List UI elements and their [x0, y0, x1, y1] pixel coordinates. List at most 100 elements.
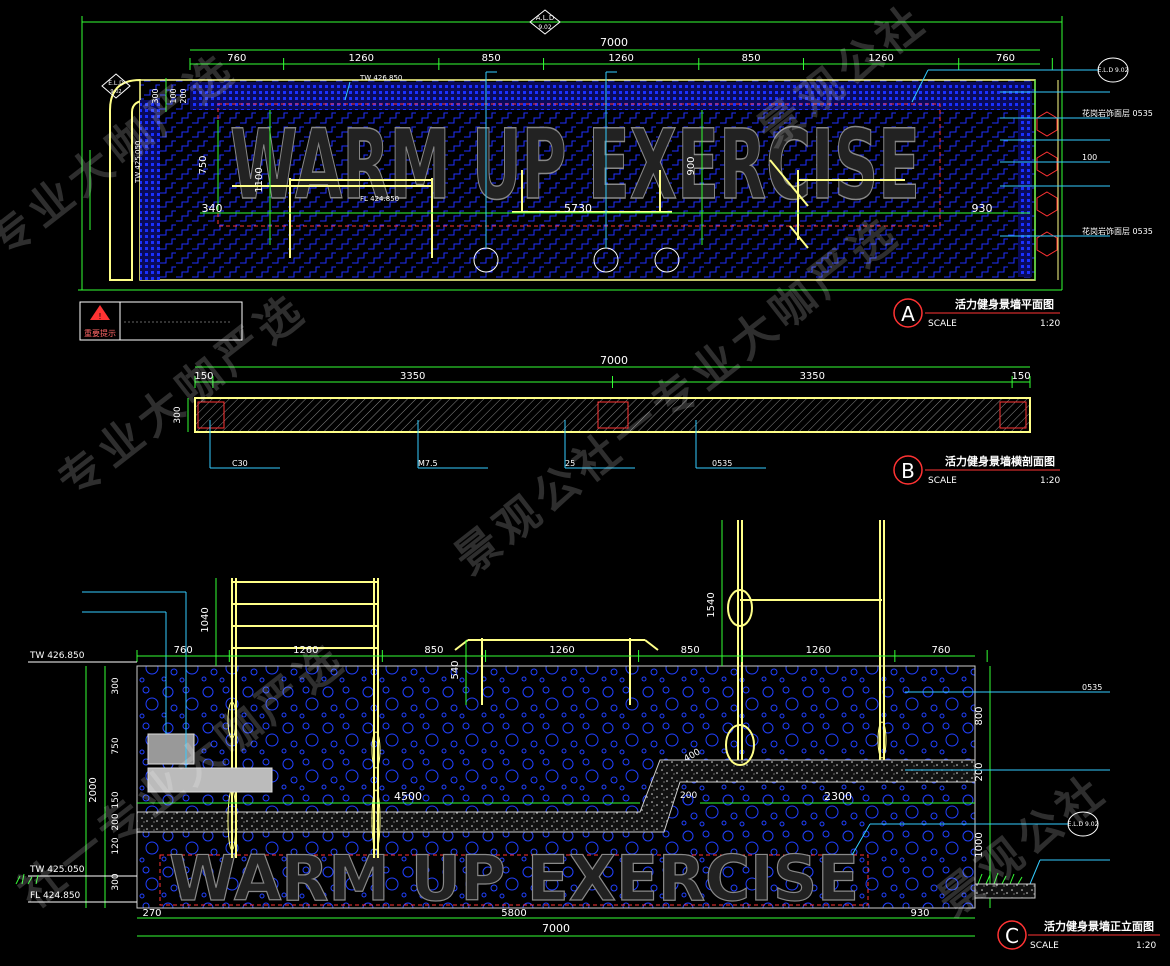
- title-a: A 活力健身景墙平面图 SCALE 1:20: [893, 297, 1060, 329]
- bar-height-1: 1040: [200, 607, 211, 632]
- bar-height-3: 1540: [706, 592, 717, 617]
- elev-seg-label-5: 1260: [806, 645, 831, 656]
- elev-left-dim-3: 200: [111, 813, 121, 830]
- title-b-scale-label: SCALE: [928, 476, 957, 486]
- title-a-text: 活力健身景墙平面图: [955, 297, 1054, 311]
- secb-seg-label-1: 3350: [400, 371, 425, 382]
- plan-coping: [190, 82, 1030, 110]
- title-a-scale-label: SCALE: [928, 319, 957, 329]
- plan-seg-label-1: 1260: [349, 53, 374, 64]
- plan-tw-label: TW 426.850: [359, 74, 402, 82]
- plan-tw-left-label: TW 425.050: [134, 141, 142, 184]
- secb-label-0: C30: [232, 459, 248, 468]
- bar-height-2: 540: [450, 660, 461, 679]
- svg-text:!: !: [98, 312, 101, 321]
- title-c-text: 活力健身景墙正立面图: [1044, 919, 1154, 933]
- grass-left: [15, 873, 39, 885]
- left-total-dim: 2000: [88, 777, 99, 802]
- elev-stone-text: WARM UP EXERCISE: [169, 842, 859, 915]
- plan-inner-dim-2: 1100: [254, 167, 265, 192]
- section-b-segment-dims: 150 3350 3350 150: [194, 371, 1031, 388]
- elevation-wall: [136, 665, 976, 909]
- elev-note-leader-grass-2: [1029, 859, 1041, 885]
- secb-label-3: 0535: [712, 459, 732, 468]
- plan-bottom-dim-3: 930: [972, 202, 993, 215]
- mid-dim-200: 200: [680, 791, 697, 801]
- elev-left-dim-1: 750: [111, 737, 121, 754]
- plan-note-3: 100: [1082, 153, 1097, 162]
- plan-note-1: 花岗岩饰面层 0535: [1082, 108, 1153, 118]
- elev-seg-label-3: 1260: [549, 645, 574, 656]
- elevation-segment-dims: 760 1260 850 1260 850 1260 760: [136, 645, 988, 662]
- elev-callout-text: E.L.D 9.02: [1068, 821, 1099, 828]
- title-c: C 活力健身景墙正立面图 SCALE 1:20: [997, 919, 1160, 951]
- elev-left-dim-2: 150: [111, 791, 121, 808]
- right-dim-3: 1000: [974, 832, 985, 857]
- svg-text:A.L.D: A.L.D: [536, 14, 554, 22]
- title-c-scale-label: SCALE: [1030, 941, 1059, 951]
- secb-seg-label-0: 150: [194, 371, 213, 382]
- plan-inner-dim-3: 900: [686, 156, 697, 175]
- elevation-equipment: [227, 520, 887, 858]
- elev-tw-top: TW 426.850: [29, 651, 85, 661]
- elev-fl: FL 424.850: [30, 891, 81, 901]
- elev-note-0: 0535: [1082, 683, 1102, 692]
- plan-right-callout: E.L.D 9.02: [911, 57, 1129, 103]
- elev-overall-dim: 7000: [542, 922, 570, 935]
- plan-left-dim-1: 300: [151, 88, 160, 103]
- section-markers: [473, 71, 680, 273]
- plan-a-overall-dim: 7000: [600, 36, 628, 49]
- title-a-letter: A: [901, 302, 915, 326]
- secb-label-1: M7.5: [418, 459, 438, 468]
- section-b-body: [194, 397, 1031, 433]
- plan-seg-label-3: 1260: [608, 53, 633, 64]
- elev-seg-label-2: 850: [424, 645, 443, 656]
- title-b: B 活力健身景墙横剖面图 SCALE 1:20: [893, 454, 1060, 486]
- elevation-notes: 0535: [905, 683, 1110, 885]
- right-dim-1: 800: [974, 706, 985, 725]
- sign-plate-2: [147, 767, 273, 793]
- elev-bottom-dim-1: 270: [142, 908, 161, 919]
- section-b-overall-dim: 7000: [600, 354, 628, 367]
- elev-tw-low: TW 425.050: [29, 865, 85, 875]
- plan-seg-label-6: 760: [996, 53, 1015, 64]
- mid-dim-2300: 2300: [824, 790, 852, 803]
- grass-right: [977, 872, 1023, 885]
- title-b-scale: 1:20: [1040, 476, 1060, 486]
- plan-callout-text: E.L.D 9.02: [1098, 67, 1129, 74]
- right-dim-2: 200: [974, 762, 985, 781]
- svg-text:9.02: 9.02: [110, 89, 121, 95]
- plan-left-dim-3: 200: [179, 88, 188, 103]
- warning-label: 重要提示: [84, 328, 116, 338]
- title-c-scale: 1:20: [1136, 941, 1156, 951]
- secb-seg-label-3: 150: [1012, 371, 1031, 382]
- elev-left-dim-5: 300: [111, 873, 121, 890]
- plan-left-dim-2: 100: [169, 88, 178, 103]
- plan-note-5: 花岗岩饰面层 0535: [1082, 226, 1153, 236]
- title-b-letter: B: [901, 459, 915, 483]
- elev-seg-label-6: 760: [931, 645, 950, 656]
- elev-left-dim-4: 120: [111, 837, 121, 854]
- mid-dim-4500: 4500: [394, 790, 422, 803]
- elev-seg-label-4: 850: [681, 645, 700, 656]
- elev-seg-label-1: 1260: [293, 645, 318, 656]
- plan-bottom-dim-2: 5730: [564, 202, 592, 215]
- secb-seg-label-2: 3350: [800, 371, 825, 382]
- elev-bottom-dim-3: 930: [910, 908, 929, 919]
- plan-seg-label-0: 760: [227, 53, 246, 64]
- title-c-letter: C: [1005, 924, 1019, 948]
- left-callout: E.L.D 9.02: [101, 73, 131, 99]
- title-a-scale: 1:20: [1040, 319, 1060, 329]
- sign-plate-1: [147, 733, 195, 765]
- plan-seg-label-2: 850: [482, 53, 501, 64]
- plan-fl-label: FL 424.850: [360, 195, 399, 203]
- plan-inner-dim-1: 750: [198, 155, 209, 174]
- elev-seg-label-0: 760: [174, 645, 193, 656]
- plan-hex-pavers: [1036, 111, 1058, 257]
